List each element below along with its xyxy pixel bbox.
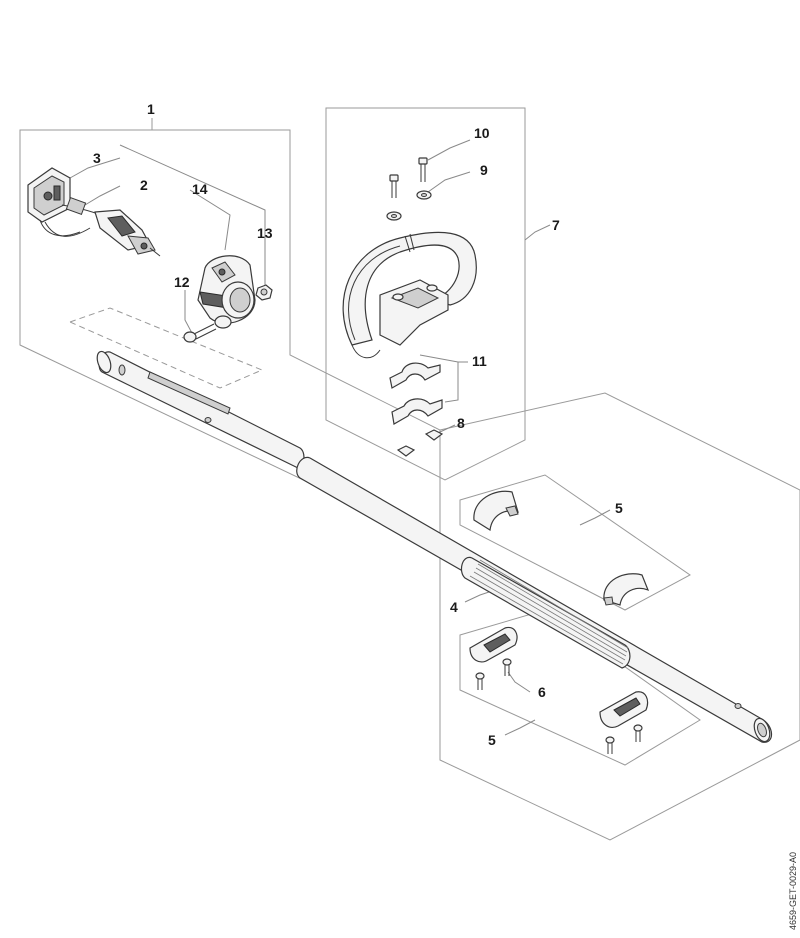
group-7-frame (325, 107, 526, 481)
leader-2 (84, 185, 121, 206)
callout-14: 14 (192, 181, 208, 197)
part-14-handle-housing (197, 255, 256, 329)
leader-5b (504, 719, 536, 736)
callout-2: 2 (140, 177, 148, 193)
leader-3 (69, 157, 121, 179)
part-5-clamp-half-lower-b (599, 691, 649, 728)
leader-5a (579, 509, 611, 526)
callout-9: 9 (480, 162, 488, 178)
leader-12 (184, 290, 194, 336)
callout-4: 4 (450, 599, 458, 615)
leader-11b (419, 354, 459, 363)
reference-code: 4659-GET-0029-A0 (788, 852, 798, 930)
group-5-upper-frame (459, 474, 691, 611)
part-9-washer-hole (421, 193, 427, 197)
leader-10 (427, 139, 471, 161)
part-10-screw (418, 157, 428, 182)
part-6-screw-c (633, 724, 643, 742)
leader-14 (119, 144, 266, 245)
callout-7: 7 (552, 217, 560, 233)
leader-7 (524, 224, 551, 241)
part-2-wiring-harness (61, 196, 161, 257)
part-9-washer-b-hole (391, 214, 397, 218)
leader-11 (444, 361, 468, 403)
part-1-drive-tube-upper (96, 350, 305, 469)
part-12-screw (183, 323, 217, 343)
callout-10: 10 (474, 125, 490, 141)
leader-9 (427, 171, 471, 193)
callout-5-lower: 5 (488, 732, 496, 748)
part-6-screw-d (605, 736, 615, 754)
part-8-square-nut-b (396, 445, 416, 457)
part-8-square-nut (424, 429, 444, 441)
part-6-screw-b (475, 672, 485, 690)
part-7-loop-handle (342, 231, 477, 359)
part-13-nut (255, 284, 273, 301)
leader-14b (189, 189, 231, 251)
group-4-frame (439, 392, 800, 841)
callout-12: 12 (174, 274, 190, 290)
callout-13: 13 (257, 225, 273, 241)
part-11-clamp-upper (389, 362, 441, 389)
callout-8: 8 (457, 415, 465, 431)
callout-5-upper: 5 (615, 500, 623, 516)
leader-6 (507, 671, 531, 693)
callout-3: 3 (93, 150, 101, 166)
part-5-clamp-half-upper-a (473, 490, 519, 532)
part-5-clamp-half-upper-b (603, 573, 650, 606)
callout-11: 11 (472, 353, 487, 369)
callout-6: 6 (538, 684, 546, 700)
part-4-drive-tube-lower (296, 456, 773, 743)
part-6-screw-a (502, 658, 512, 676)
group-1-frame (19, 118, 441, 546)
part-11-clamp-lower (391, 398, 443, 425)
part-10-screw-b (389, 174, 399, 198)
callout-1: 1 (147, 101, 155, 117)
part-5-clamp-half-lower-a (469, 626, 518, 663)
